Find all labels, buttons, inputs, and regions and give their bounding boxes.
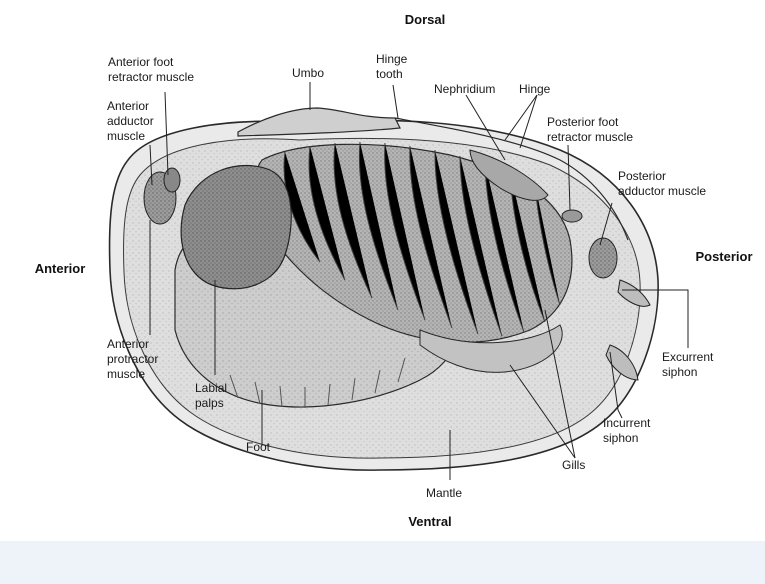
label-nephridium: Nephridium	[434, 82, 495, 96]
label-posterior-adductor: Posterior adductor muscle	[618, 169, 706, 198]
label-incurrent-siphon: Incurrent siphon	[603, 416, 654, 445]
label-posterior-foot-retractor: Posterior foot retractor muscle	[547, 115, 633, 144]
anterior-foot-retractor-shape	[164, 168, 180, 192]
label-posterior: Posterior	[695, 249, 752, 264]
label-mantle: Mantle	[426, 486, 462, 500]
label-ventral: Ventral	[408, 514, 451, 529]
bottom-band	[0, 541, 765, 584]
label-excurrent-siphon: Excurrent siphon	[662, 350, 717, 379]
label-hinge-tooth: Hinge tooth	[376, 52, 411, 81]
label-anterior: Anterior	[35, 261, 86, 276]
label-foot: Foot	[246, 440, 271, 454]
label-anterior-adductor: Anterior adductor muscle	[107, 99, 157, 143]
label-anterior-foot-retractor: Anterior foot retractor muscle	[108, 55, 194, 84]
posterior-foot-retractor-shape	[562, 210, 582, 222]
label-hinge: Hinge	[519, 82, 551, 96]
label-dorsal: Dorsal	[405, 12, 445, 27]
label-gills: Gills	[562, 458, 585, 472]
label-umbo: Umbo	[292, 66, 324, 80]
